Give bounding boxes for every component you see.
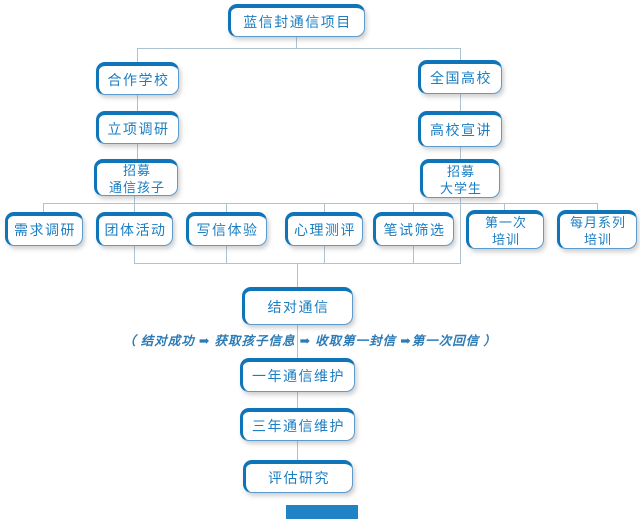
node-demand-research: 需求调研 xyxy=(5,212,83,246)
node-written-test-screening-label: 笔试筛选 xyxy=(383,222,446,238)
node-psychological-assessment-label: 心理测评 xyxy=(294,222,356,238)
connector xyxy=(43,203,44,212)
node-evaluation-research: 评估研究 xyxy=(243,460,353,493)
node-project-research-label: 立项调研 xyxy=(107,120,170,137)
connector xyxy=(296,37,297,48)
connector xyxy=(324,203,325,212)
node-psychological-assessment: 心理测评 xyxy=(285,212,363,246)
connector xyxy=(413,246,414,263)
connector xyxy=(413,203,414,212)
connector xyxy=(504,203,505,210)
node-three-year-maintenance: 三年通信维护 xyxy=(240,408,355,441)
node-recruit-students-label: 招募 大学生 xyxy=(439,164,482,196)
node-partner-schools-label: 合作学校 xyxy=(107,71,170,88)
node-one-year-maintenance: 一年通信维护 xyxy=(240,358,355,392)
node-monthly-series-training-label: 每月系列 培训 xyxy=(569,215,626,247)
node-recruit-children: 招募 通信孩子 xyxy=(94,159,178,196)
node-campus-presentation: 高校宣讲 xyxy=(418,111,502,147)
connector xyxy=(226,246,227,263)
connector xyxy=(134,196,135,203)
node-recruit-students: 招募 大学生 xyxy=(420,159,500,198)
connector xyxy=(297,325,298,358)
node-group-activities-label: 团体活动 xyxy=(104,222,167,238)
connector xyxy=(134,203,135,212)
node-project-research: 立项调研 xyxy=(96,111,179,144)
connector xyxy=(297,441,298,460)
node-monthly-series-training: 每月系列 培训 xyxy=(557,210,637,249)
connector xyxy=(597,203,598,210)
connector xyxy=(226,203,227,212)
connector xyxy=(460,147,461,159)
node-group-activities: 团体活动 xyxy=(96,212,173,246)
connector xyxy=(137,144,138,159)
node-three-year-maintenance-label: 三年通信维护 xyxy=(252,417,345,434)
node-first-training-label: 第一次 培训 xyxy=(484,215,527,247)
footer-bar xyxy=(286,505,358,519)
node-recruit-children-label: 招募 通信孩子 xyxy=(108,163,165,195)
node-national-universities-label: 全国高校 xyxy=(430,70,492,86)
node-written-test-screening: 笔试筛选 xyxy=(373,212,454,246)
node-root: 蓝信封通信项目 xyxy=(228,4,365,37)
connector xyxy=(137,95,138,111)
connector xyxy=(134,246,135,263)
node-paired-communication: 结对通信 xyxy=(242,287,353,325)
connector xyxy=(460,94,461,111)
node-root-label: 蓝信封通信项目 xyxy=(243,13,352,30)
connector xyxy=(137,48,460,49)
connector xyxy=(43,203,597,204)
connector xyxy=(297,392,298,408)
node-partner-schools: 合作学校 xyxy=(96,62,179,95)
pairing-process-annotation: （ 结对成功 ➡ 获取孩子信息 ➡ 收取第一封信 ➡第一次回信 ） xyxy=(123,334,497,348)
node-paired-communication-label: 结对通信 xyxy=(267,299,330,315)
connector xyxy=(137,48,138,62)
node-one-year-maintenance-label: 一年通信维护 xyxy=(252,368,345,384)
node-national-universities: 全国高校 xyxy=(418,60,502,94)
connector xyxy=(324,246,325,263)
node-campus-presentation-label: 高校宣讲 xyxy=(430,122,492,138)
node-letter-writing-experience-label: 写信体验 xyxy=(196,222,259,238)
node-first-training: 第一次 培训 xyxy=(466,210,544,249)
connector xyxy=(460,48,461,60)
node-letter-writing-experience: 写信体验 xyxy=(186,212,267,246)
node-demand-research-label: 需求调研 xyxy=(14,222,76,238)
connector xyxy=(297,263,298,287)
connector xyxy=(460,198,461,263)
node-evaluation-research-label: 评估研究 xyxy=(268,469,330,486)
